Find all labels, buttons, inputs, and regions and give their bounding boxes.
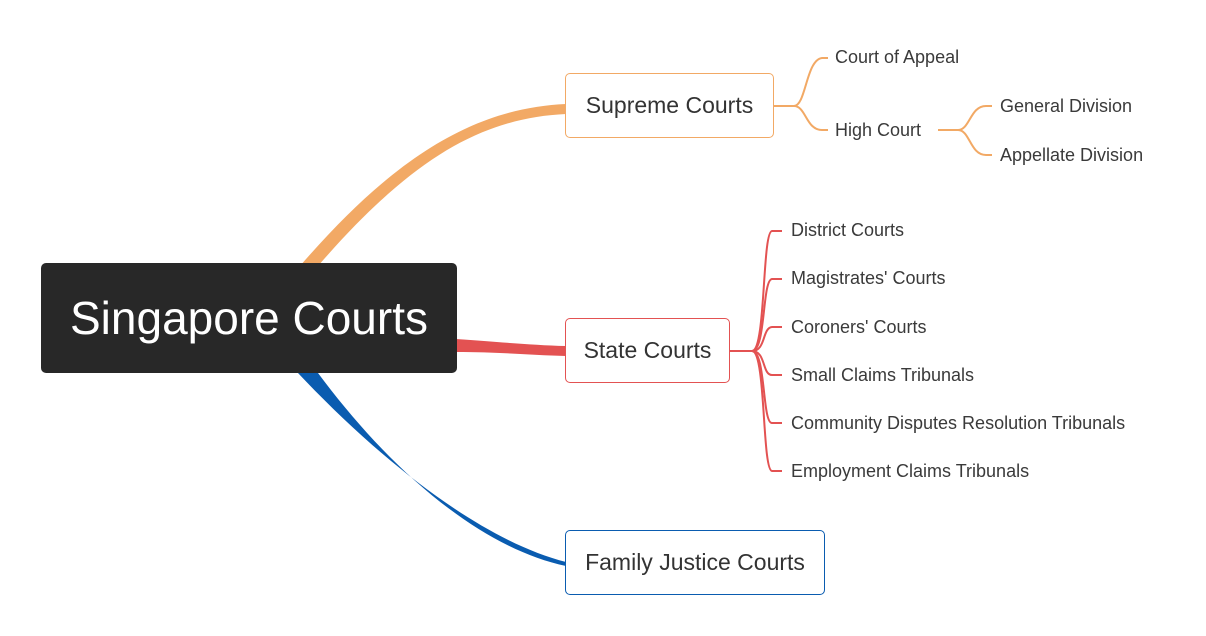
subtopic-employment-claims-tribunals[interactable]: Employment Claims Tribunals <box>791 461 1030 481</box>
subtopic-magistrates-courts[interactable]: Magistrates' Courts <box>791 268 946 288</box>
subtopic-court-of-appeal[interactable]: Court of Appeal <box>835 47 960 67</box>
connector-central-family <box>298 373 566 566</box>
subtopic-coroners-courts[interactable]: Coroners' Courts <box>791 317 927 337</box>
topic-supreme-courts[interactable]: Supreme Courts <box>565 73 774 138</box>
subtopic-high-court[interactable]: High Court <box>835 120 922 140</box>
supreme-subconnectors <box>774 57 992 156</box>
topic-family-justice-courts-label: Family Justice Courts <box>585 549 805 575</box>
connector-central-supreme <box>300 104 566 266</box>
subtopic-general-division[interactable]: General Division <box>1000 96 1133 116</box>
connector-central-state <box>456 339 566 356</box>
subtopic-district-courts[interactable]: District Courts <box>791 220 905 240</box>
subtopic-community-disputes-resolution-tribunals[interactable]: Community Disputes Resolution Tribunals <box>791 413 1126 433</box>
topic-state-courts-label: State Courts <box>583 337 712 363</box>
subtopic-appellate-division[interactable]: Appellate Division <box>1000 145 1144 165</box>
topic-family-justice-courts[interactable]: Family Justice Courts <box>565 530 825 595</box>
topic-supreme-courts-label: Supreme Courts <box>585 92 754 118</box>
state-subconnectors <box>730 230 782 472</box>
central-topic[interactable]: Singapore Courts <box>41 263 457 373</box>
subtopic-small-claims-tribunals[interactable]: Small Claims Tribunals <box>791 365 975 385</box>
central-topic-label: Singapore Courts <box>70 292 428 344</box>
topic-state-courts[interactable]: State Courts <box>565 318 730 383</box>
